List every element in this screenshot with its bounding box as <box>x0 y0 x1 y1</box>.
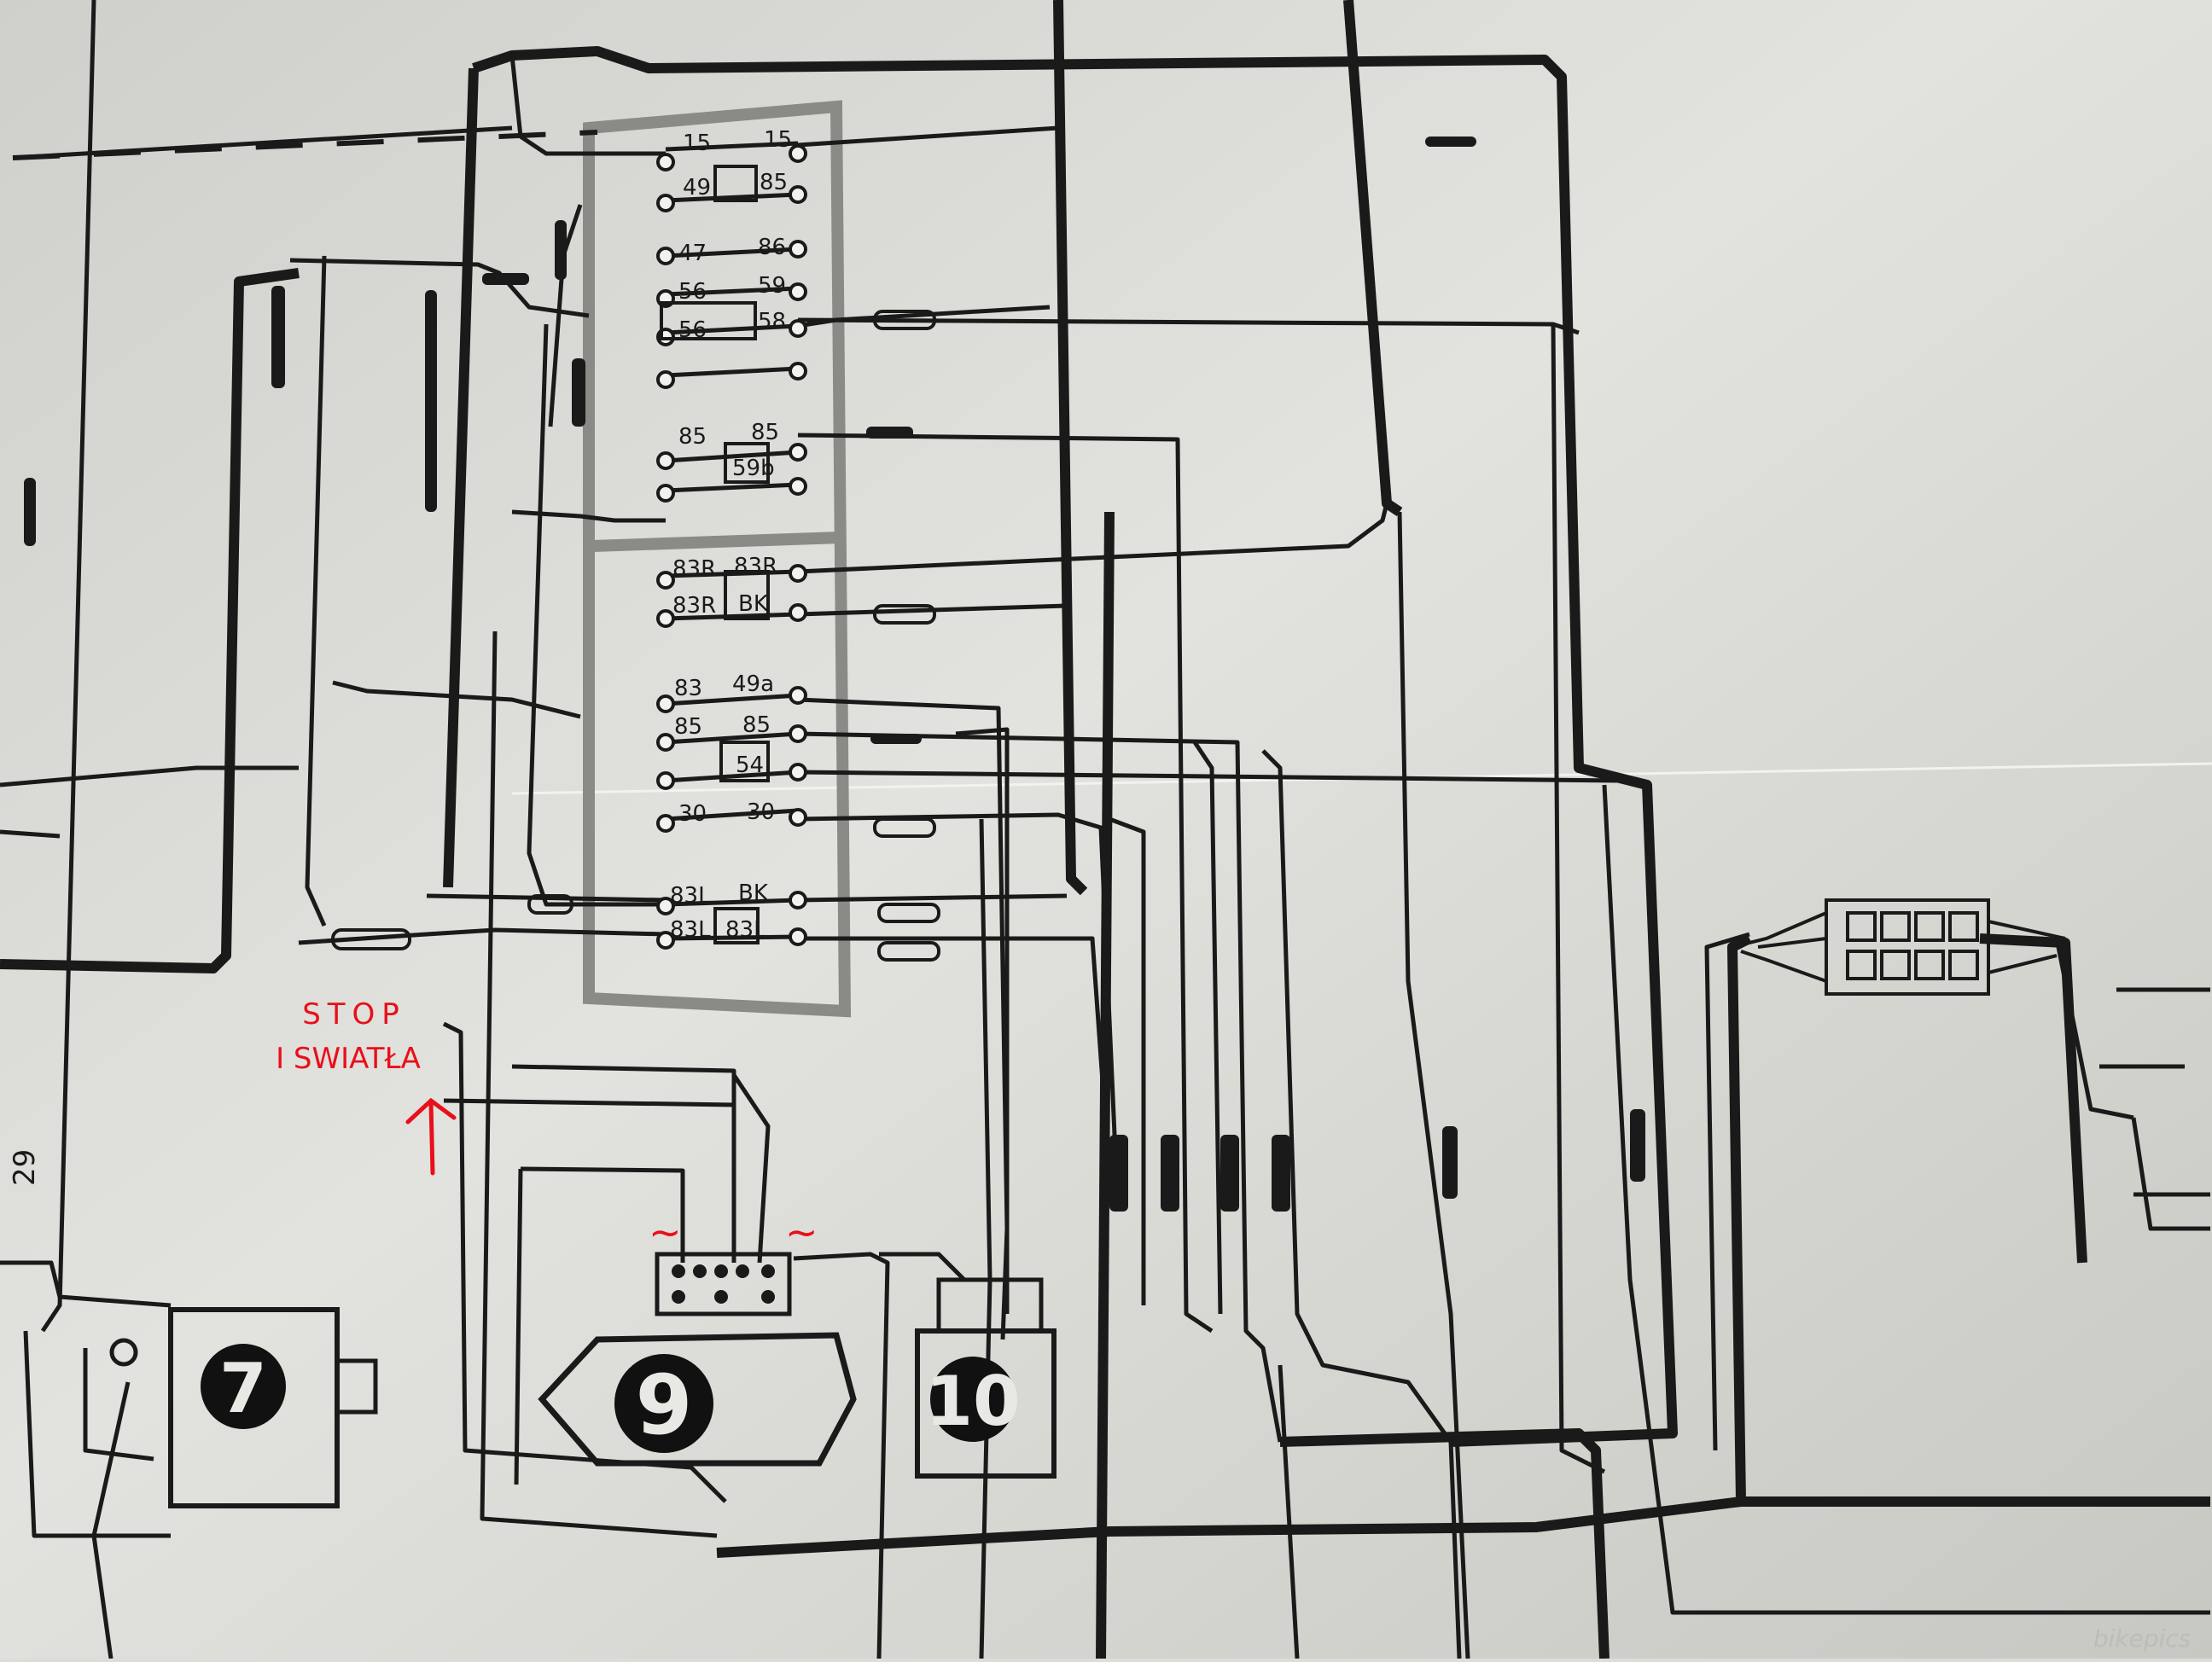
pin-label: 85 <box>742 712 771 738</box>
relay-pin-labels: 15 15 49 85 47 86 56 59 56 58 85 85 59b … <box>670 127 792 943</box>
pin-label: 47 <box>678 241 707 266</box>
component-7-badge <box>201 1344 286 1429</box>
pin-label: 85 <box>751 420 779 445</box>
pin-label: 54 <box>736 753 764 778</box>
pin-label: 30 <box>678 801 707 827</box>
pin-label: 83 <box>674 676 702 701</box>
pin-label: 30 <box>747 799 775 825</box>
annotation-tilde-left: ~ <box>649 1209 682 1255</box>
pin-label: 15 <box>683 131 711 156</box>
pin-label: 85 <box>674 714 702 740</box>
pin-label: 59b <box>732 456 775 481</box>
pin-label: 49 <box>683 175 711 200</box>
pin-label: 58 <box>758 309 786 334</box>
component-9-number: 9 <box>636 1357 693 1453</box>
annotation-line1: STOP <box>302 997 406 1031</box>
component-10-number: 10 <box>925 1362 1020 1441</box>
side-label: 29 <box>8 1149 42 1186</box>
pin-label: 85 <box>760 170 788 195</box>
pin-label: 59 <box>758 273 786 299</box>
red-annotation: STOP I SWIATŁA ~ ~ <box>276 997 818 1255</box>
pin-label: 83L <box>725 917 766 943</box>
pin-label: BK <box>738 591 769 617</box>
relay-coils <box>660 165 770 944</box>
relay-terminals <box>656 144 807 950</box>
pin-label: 85 <box>678 424 707 450</box>
annotation-tilde-right: ~ <box>785 1209 818 1255</box>
component-7: 7 <box>109 1307 378 1508</box>
component-9-badge <box>614 1354 713 1453</box>
pin-label: 83L <box>670 883 711 909</box>
pin-label: 83R <box>734 554 777 579</box>
component-7-number: 7 <box>219 1349 267 1428</box>
pin-label: 83R <box>672 593 716 619</box>
wire-sleeves-outline <box>331 310 940 962</box>
annotation-line2: I SWIATŁA <box>276 1042 421 1076</box>
component-9: 9 <box>538 1252 857 1467</box>
pin-label: 56 <box>678 317 707 343</box>
component-10: 10 <box>915 1277 1057 1479</box>
wire-sleeves <box>24 137 1645 1212</box>
dashed-wire <box>12 130 598 160</box>
annotation-arrow-icon <box>405 1097 457 1176</box>
watermark: bikepics <box>2093 1624 2192 1653</box>
pin-label: 83L <box>670 917 711 943</box>
pin-label: 56 <box>678 279 707 305</box>
pin-label: 83R <box>672 556 716 582</box>
pin-label: 49a <box>732 671 774 697</box>
pin-label: BK <box>738 880 769 906</box>
component-10-badge <box>930 1357 1016 1442</box>
multi-pin-connector <box>1732 898 2066 996</box>
pin-label: 86 <box>758 235 786 260</box>
fuse-box <box>583 100 852 1018</box>
pin-label: 15 <box>764 127 792 153</box>
